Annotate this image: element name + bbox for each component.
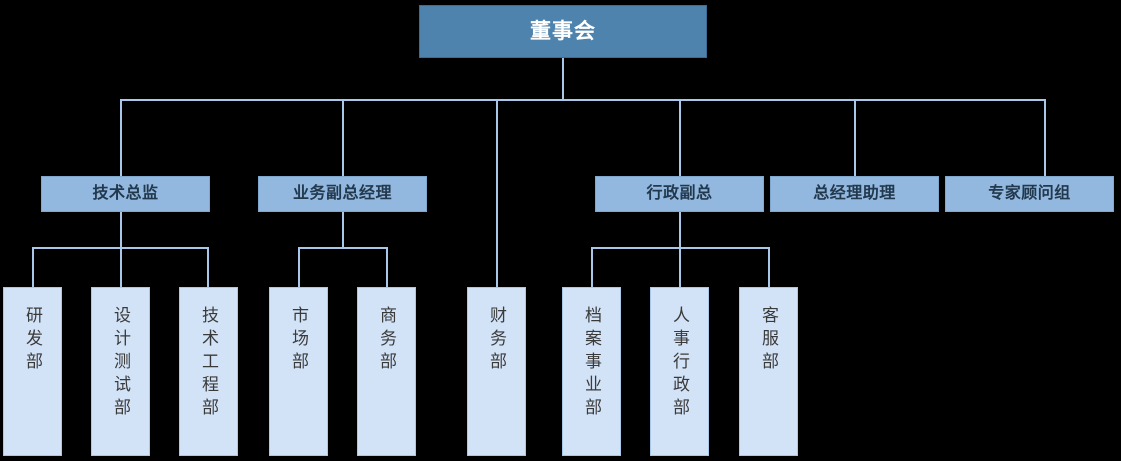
- node-gm-assistant-label: 总经理助理: [813, 185, 896, 203]
- node-finance-dept[interactable]: 财务部: [467, 287, 526, 456]
- connector-admin-vp-stem: [679, 211, 681, 248]
- node-design-test-dept-label: 设计测试部: [111, 306, 130, 421]
- node-board[interactable]: 董事会: [419, 5, 707, 58]
- node-service-dept-label: 客服部: [759, 306, 778, 375]
- connector-bus-to-gm-assistant: [854, 99, 856, 176]
- node-rd-dept[interactable]: 研发部: [3, 287, 62, 456]
- node-archive-dept[interactable]: 档案事业部: [562, 287, 621, 456]
- node-service-dept[interactable]: 客服部: [739, 287, 798, 456]
- connector-to-tech-eng-dept: [207, 247, 209, 287]
- node-biz-vp[interactable]: 业务副总经理: [258, 176, 427, 212]
- connector-to-archive-dept: [591, 247, 593, 287]
- node-market-dept-label: 市场部: [289, 306, 308, 375]
- node-hr-admin-dept[interactable]: 人事行政部: [650, 287, 709, 456]
- connector-bus-to-tech-director: [120, 99, 122, 176]
- connector-bus-to-admin-vp: [679, 99, 681, 176]
- node-market-dept[interactable]: 市场部: [269, 287, 328, 456]
- node-board-label: 董事会: [530, 19, 596, 43]
- connector-level2-bus: [120, 99, 1045, 101]
- node-archive-dept-label: 档案事业部: [582, 306, 601, 421]
- connector-to-hr-admin-dept: [679, 247, 681, 287]
- connector-to-rd-dept: [32, 247, 34, 287]
- connector-bus-to-finance-dept: [496, 99, 498, 287]
- connector-to-service-dept: [768, 247, 770, 287]
- node-commerce-dept[interactable]: 商务部: [357, 287, 416, 456]
- node-expert-group[interactable]: 专家顾问组: [945, 176, 1114, 212]
- node-gm-assistant[interactable]: 总经理助理: [770, 176, 939, 212]
- connector-board-stem: [562, 58, 564, 100]
- connector-to-design-test-dept: [120, 247, 122, 287]
- node-tech-eng-dept[interactable]: 技术工程部: [179, 287, 238, 456]
- connector-biz-vp-stem: [342, 211, 344, 248]
- connector-bus-to-expert-group: [1044, 99, 1046, 176]
- connector-tech-director-stem: [120, 211, 122, 248]
- node-commerce-dept-label: 商务部: [377, 306, 396, 375]
- node-tech-eng-dept-label: 技术工程部: [199, 306, 218, 421]
- node-hr-admin-dept-label: 人事行政部: [670, 306, 689, 421]
- node-rd-dept-label: 研发部: [23, 306, 42, 375]
- node-design-test-dept[interactable]: 设计测试部: [91, 287, 150, 456]
- connector-to-commerce-dept: [386, 247, 388, 287]
- node-biz-vp-label: 业务副总经理: [292, 185, 392, 203]
- node-tech-director-label: 技术总监: [92, 185, 159, 203]
- node-admin-vp-label: 行政副总: [646, 185, 713, 203]
- node-expert-group-label: 专家顾问组: [988, 185, 1071, 203]
- connector-bus-to-biz-vp: [342, 99, 344, 176]
- node-tech-director[interactable]: 技术总监: [41, 176, 210, 212]
- connector-to-market-dept: [298, 247, 300, 287]
- node-admin-vp[interactable]: 行政副总: [595, 176, 764, 212]
- connector-biz-vp-bus: [298, 247, 388, 249]
- node-finance-dept-label: 财务部: [487, 306, 506, 375]
